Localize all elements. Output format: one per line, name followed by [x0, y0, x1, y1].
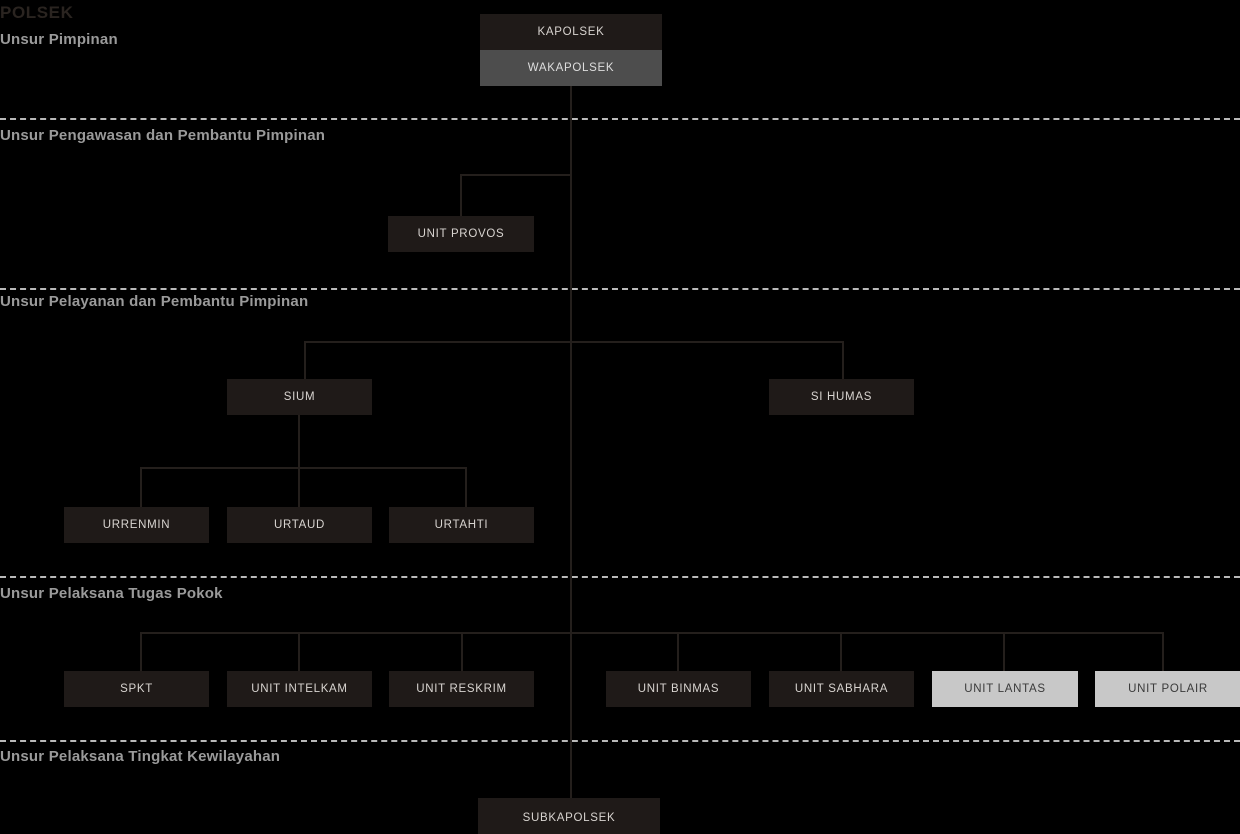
node-subkapolsek[interactable]: SUBKAPOLSEK — [478, 798, 660, 834]
node-urtaud[interactable]: URTAUD — [227, 507, 372, 543]
node-wakapolsek[interactable]: WAKAPOLSEK — [480, 50, 662, 86]
node-urtahti[interactable]: URTAHTI — [389, 507, 534, 543]
divider-4 — [0, 740, 1240, 742]
node-unit-sabhara[interactable]: UNIT SABHARA — [769, 671, 914, 707]
connector-lantas-drop — [1003, 632, 1005, 671]
bus-pelayanan — [305, 341, 844, 343]
spine-segment-1 — [570, 86, 572, 178]
bus-sium-children — [140, 467, 467, 469]
connector-urtahti-drop — [465, 467, 467, 507]
spine-segment-2 — [570, 178, 572, 342]
node-unit-polair[interactable]: UNIT POLAIR — [1095, 671, 1240, 707]
bus-pelaksana-tugas-pokok — [140, 632, 1164, 634]
connector-polair-drop — [1162, 632, 1164, 671]
connector-sihumas-drop — [842, 341, 844, 379]
divider-2 — [0, 288, 1240, 290]
node-urrenmin[interactable]: URRENMIN — [64, 507, 209, 543]
connector-provos-vertical — [460, 174, 462, 216]
section-label-unsur-pelaksana-tugas-pokok: Unsur Pelaksana Tugas Pokok — [0, 585, 223, 602]
spine-segment-4 — [570, 634, 572, 800]
node-kapolsek[interactable]: KAPOLSEK — [480, 14, 662, 50]
connector-spkt-drop — [140, 632, 142, 671]
section-label-unsur-pelaksana-kewilayahan: Unsur Pelaksana Tingkat Kewilayahan — [0, 748, 281, 765]
divider-1 — [0, 118, 1240, 120]
connector-provos-horizontal — [460, 174, 572, 176]
connector-sium-down — [298, 415, 300, 468]
connector-urrenmin-drop — [140, 467, 142, 507]
node-unit-intelkam[interactable]: UNIT INTELKAM — [227, 671, 372, 707]
connector-sium-drop — [304, 341, 306, 379]
node-unit-lantas[interactable]: UNIT LANTAS — [932, 671, 1078, 707]
node-unit-provos[interactable]: UNIT PROVOS — [388, 216, 534, 252]
node-si-humas[interactable]: SI HUMAS — [769, 379, 914, 415]
connector-reskrim-drop — [461, 632, 463, 671]
spine-segment-3 — [570, 342, 572, 634]
section-label-unsur-pengawasan: Unsur Pengawasan dan Pembantu Pimpinan — [0, 127, 326, 144]
node-unit-reskrim[interactable]: UNIT RESKRIM — [389, 671, 534, 707]
section-label-unsur-pelayanan: Unsur Pelayanan dan Pembantu Pimpinan — [0, 293, 309, 310]
node-spkt[interactable]: SPKT — [64, 671, 209, 707]
connector-binmas-drop — [677, 632, 679, 671]
section-label-unsur-pimpinan: Unsur Pimpinan — [0, 31, 118, 48]
node-sium[interactable]: SIUM — [227, 379, 372, 415]
divider-3 — [0, 576, 1240, 578]
connector-sabhara-drop — [840, 632, 842, 671]
node-unit-binmas[interactable]: UNIT BINMAS — [606, 671, 751, 707]
connector-urtaud-drop — [298, 467, 300, 507]
chart-title: POLSEK — [0, 3, 74, 22]
connector-intelkam-drop — [298, 632, 300, 671]
